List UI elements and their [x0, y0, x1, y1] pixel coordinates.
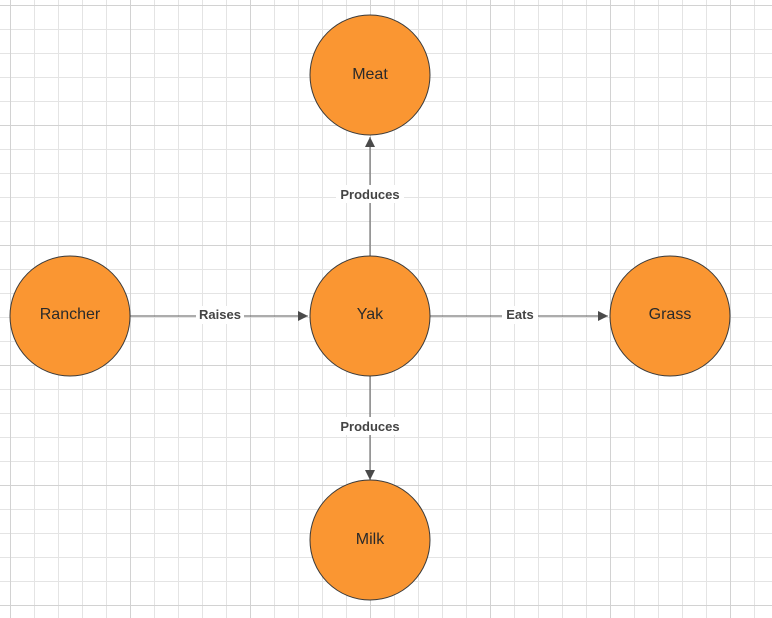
edge-label-background — [196, 306, 244, 324]
edge-label-background — [336, 185, 404, 203]
node-milk[interactable]: Milk — [309, 479, 431, 601]
node-rancher[interactable]: Rancher — [9, 255, 131, 377]
node-grass[interactable]: Grass — [609, 255, 731, 377]
node-meat[interactable]: Meat — [309, 14, 431, 136]
edge-label: Eats — [506, 307, 533, 322]
node-label: Meat — [352, 66, 388, 83]
edge-label: Raises — [199, 307, 241, 322]
edge-yak-meat[interactable]: Produces — [336, 137, 404, 256]
edge-label: Produces — [340, 187, 399, 202]
node-circle — [309, 479, 431, 601]
edge-yak-grass[interactable]: Eats — [430, 306, 608, 324]
node-circle — [309, 255, 431, 377]
edge-label-background — [336, 417, 404, 435]
node-label: Rancher — [40, 306, 101, 323]
edge-rancher-yak[interactable]: Raises — [130, 306, 308, 324]
node-circle — [609, 255, 731, 377]
node-yak[interactable]: Yak — [309, 255, 431, 377]
node-label: Yak — [357, 306, 384, 323]
node-label: Grass — [649, 306, 692, 323]
edge-label-background — [502, 306, 538, 324]
edge-label: Produces — [340, 419, 399, 434]
edge-yak-milk[interactable]: Produces — [336, 376, 404, 480]
node-label: Milk — [356, 531, 385, 548]
node-circle — [309, 14, 431, 136]
node-circle — [9, 255, 131, 377]
